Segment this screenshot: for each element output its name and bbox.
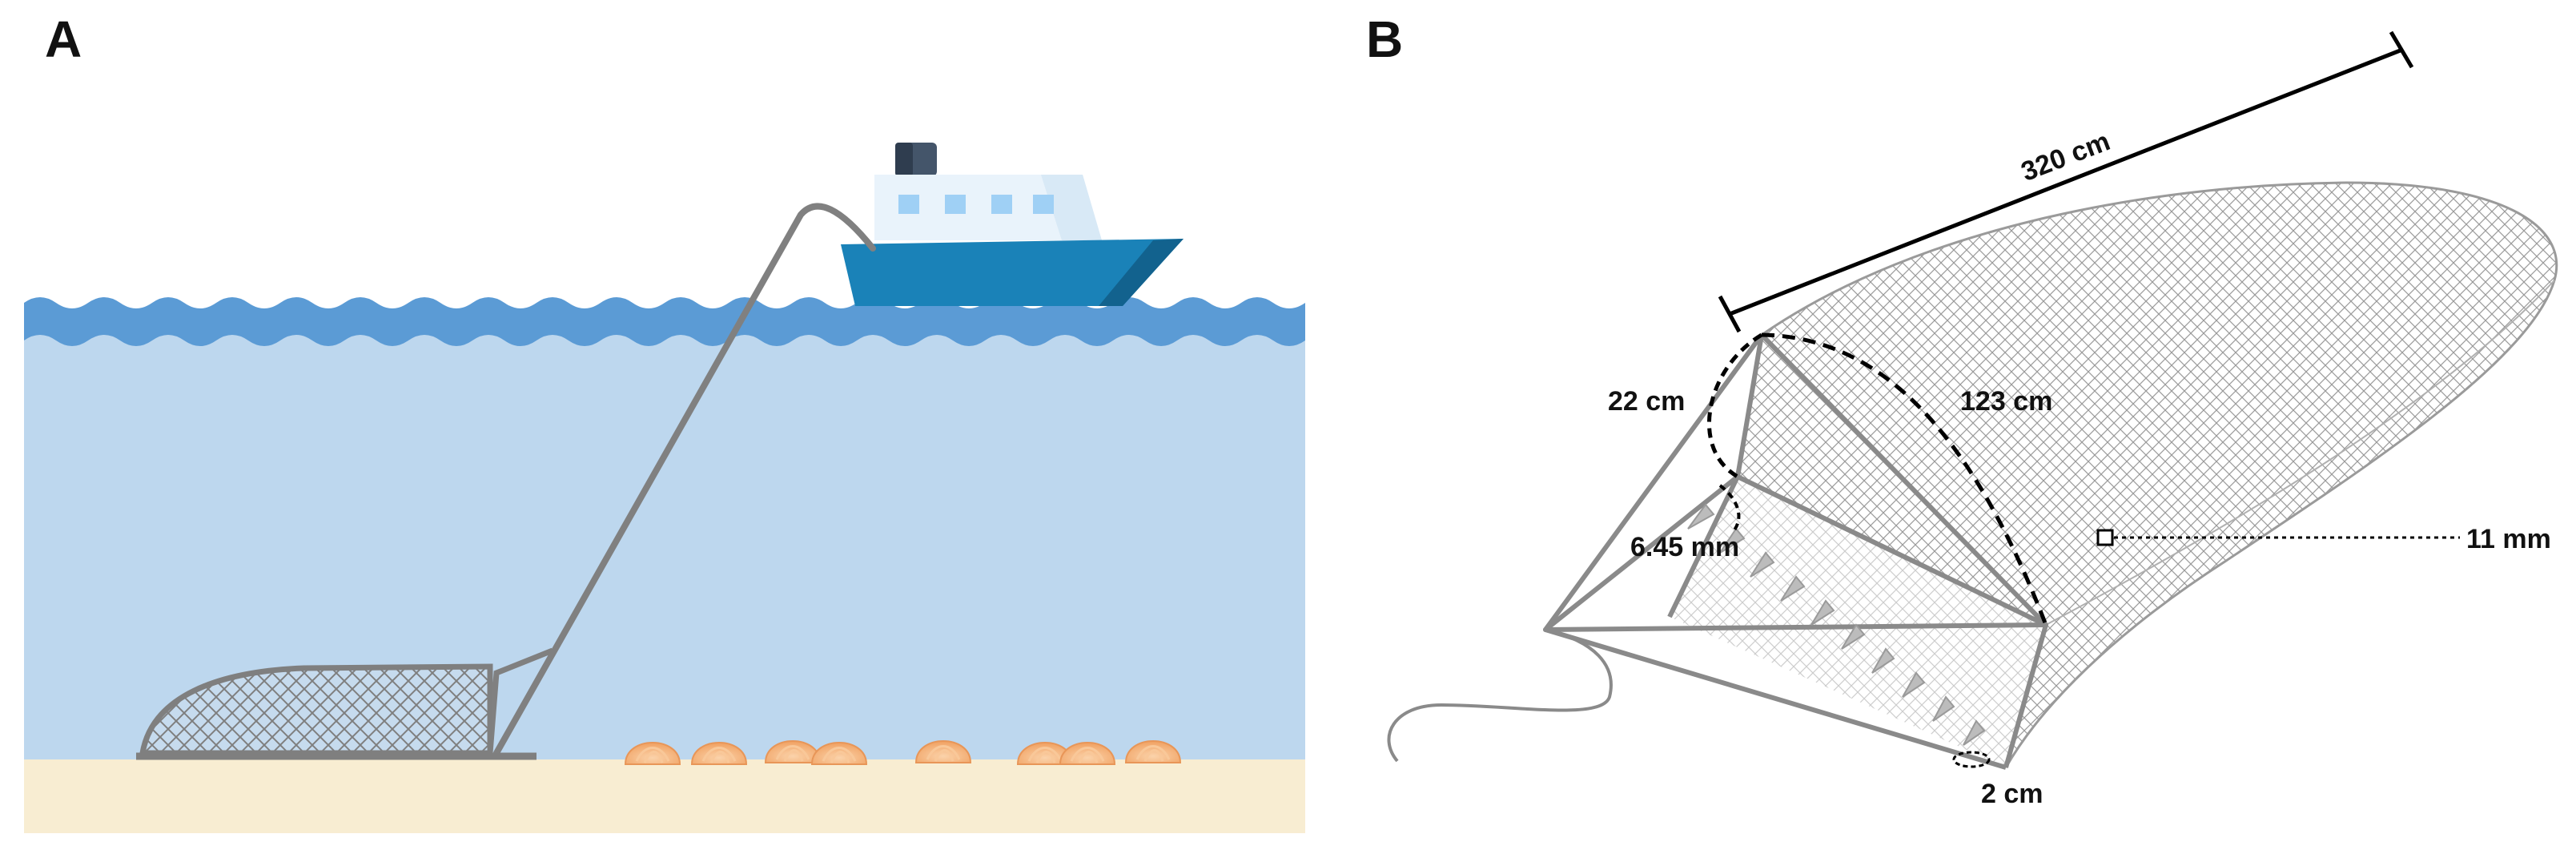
boat-cabin [874,175,1102,240]
clam-icon [1124,740,1182,763]
dimension-width-label: 123 cm [1960,386,2052,417]
net-bag [1759,181,2558,768]
tow-line [1387,628,1613,763]
clam-icon [914,740,972,763]
dimension-length-label: 320 cm [2017,126,2114,187]
boat-icon [841,143,1184,306]
dimension-width-arc [1761,332,2048,626]
panel-a-scene [24,143,1305,833]
boat-window [898,195,919,214]
tow-rope [493,203,876,756]
boat-hull [841,239,1184,306]
clam-icon [690,742,748,765]
panel-b-dredge-schematic: 320 cm 123 cm 22 cm 6.45 mm 11 mm 2 cm [1387,30,2558,809]
clam-icon [1059,742,1116,765]
panel-label-a: A [45,10,82,68]
dimension-height-label: 22 cm [1608,386,1685,417]
dimension-length [1718,30,2414,333]
clam-icon [1016,742,1074,765]
boat-window [991,195,1012,214]
dimension-tine-length-label: 2 cm [1981,779,2044,809]
dredge-mouth-mesh [1738,335,2046,625]
boat-window [1033,195,1054,214]
seabed [24,759,1305,833]
dimension-height-arc [1707,332,1763,479]
panel-label-b: B [1366,10,1404,68]
boat-chimney-cap [895,143,913,176]
mesh-sample-marker [2096,529,2114,546]
dimension-mesh-label: 11 mm [2466,524,2551,554]
surface-wave [24,297,1305,346]
dimension-tine-spacing-arc [1718,484,1741,534]
dredge-teeth [1687,503,1986,746]
dimension-tine-length-marker [1952,751,1991,768]
clam-icon [810,742,868,765]
dimension-tine-spacing-label: 6.45 mm [1630,532,1739,562]
boat-window [945,195,966,214]
clam-icon [624,742,681,765]
dredge-net [136,663,536,760]
